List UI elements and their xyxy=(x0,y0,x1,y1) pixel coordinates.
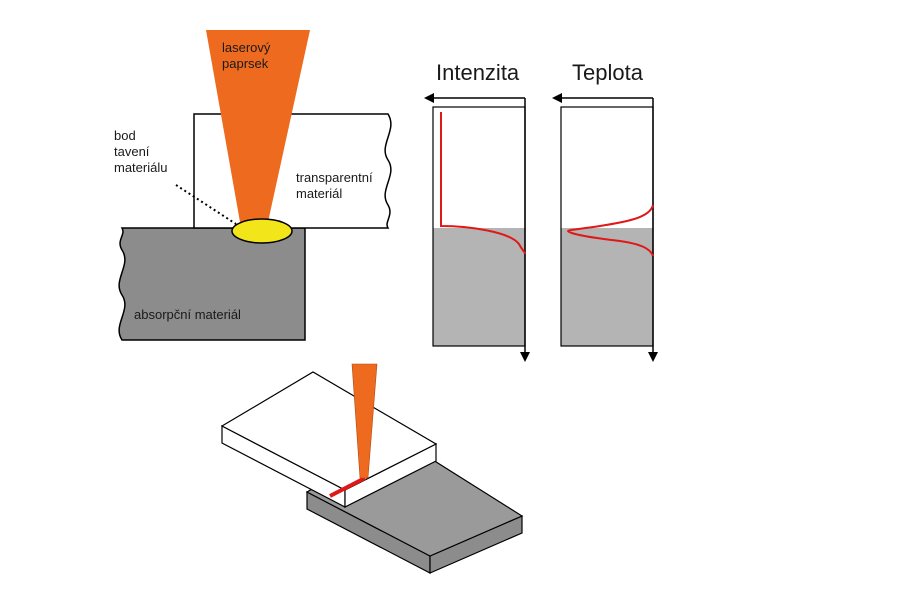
intensity-curve xyxy=(440,112,526,255)
intensity-profile xyxy=(424,93,530,362)
intensity-panel-lower xyxy=(433,228,525,346)
transparent-material-label-line1: transparentní xyxy=(296,170,373,185)
transparent-material-label-line2: materiál xyxy=(296,186,342,201)
intensity-title: Intenzita xyxy=(436,60,520,85)
laser-beam-3d xyxy=(351,363,378,479)
absorbing-material-block xyxy=(118,227,306,341)
melting-point-label-line3: materiálu xyxy=(114,160,167,175)
laser-beam-label-line2: paprsek xyxy=(222,56,269,71)
weld-seam xyxy=(329,476,366,498)
melting-point-label-line1: bod xyxy=(114,128,136,143)
melting-point-leader xyxy=(175,184,237,225)
absorbing-material-label: absorpční materiál xyxy=(134,307,241,322)
temperature-panel-lower xyxy=(561,228,653,346)
temperature-title: Teplota xyxy=(572,60,644,85)
temperature-curve xyxy=(566,204,654,257)
cross-section xyxy=(118,30,392,341)
melting-point-label-line2: tavení xyxy=(114,144,150,159)
top-plate-top xyxy=(220,371,438,491)
laser-beam xyxy=(206,30,310,222)
laser-beam-label-line1: laserový xyxy=(222,40,271,55)
melting-spot xyxy=(231,218,293,244)
isometric-weld-illustration xyxy=(220,363,524,574)
temperature-profile xyxy=(552,93,658,362)
